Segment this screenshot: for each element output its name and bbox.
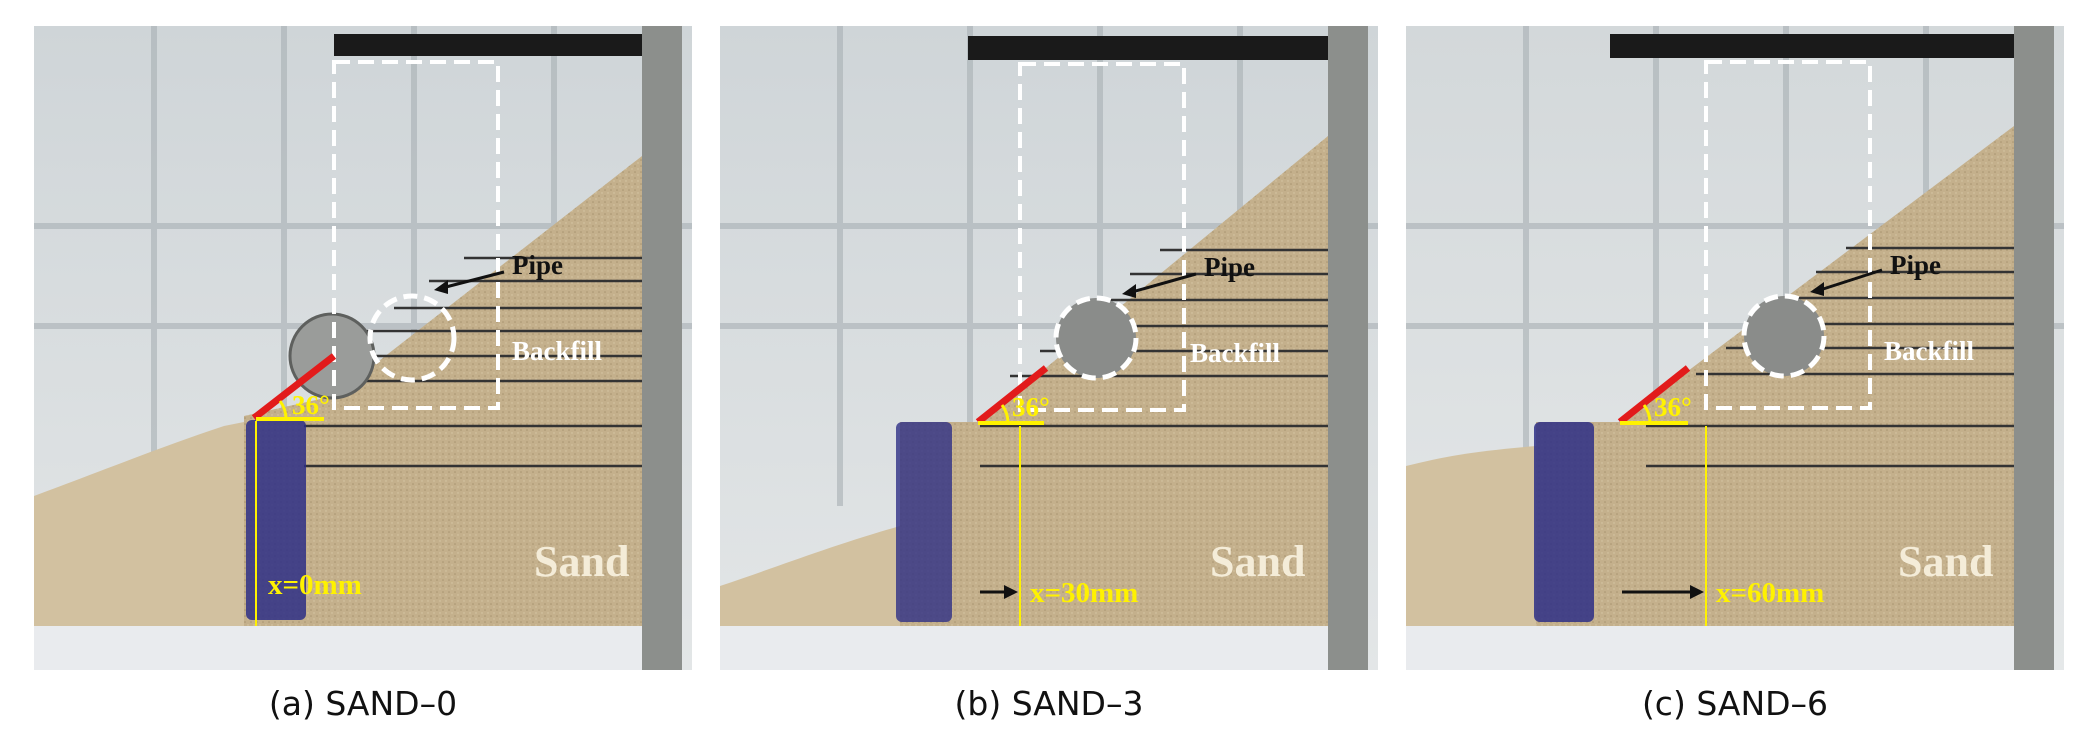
tank-post <box>642 26 682 670</box>
caption-b: (b) SAND–3 <box>954 684 1144 723</box>
tank-post <box>1328 26 1368 670</box>
roi-dashed-box <box>1018 62 1186 412</box>
sand-label: Sand <box>534 537 629 586</box>
backfill-label: Backfill <box>1190 338 1281 368</box>
pipe-label: Pipe <box>512 250 563 280</box>
tape-strip <box>334 34 642 56</box>
sand-slope <box>244 156 642 626</box>
sand-label: Sand <box>1898 537 1993 586</box>
pipe-arrowhead <box>1810 282 1824 296</box>
caption-c: (c) SAND–6 <box>1641 684 1829 723</box>
pipe-label: Pipe <box>1890 250 1941 280</box>
pipe-arrowhead <box>434 280 448 294</box>
angle-arc <box>278 400 288 420</box>
loose-sand <box>720 526 900 626</box>
slope-red-line <box>975 365 1049 425</box>
photo-panel-b: Pipe Backfill Sand 36° x=30mm <box>720 26 1378 670</box>
photo-panel-c: Pipe Backfill Sand 36° x=60mm <box>1406 26 2064 670</box>
x-offset-label: x=0mm <box>268 569 362 601</box>
sand-label: Sand <box>1210 537 1305 586</box>
angle-label: 36° <box>1654 392 1692 422</box>
photo-c: Pipe Backfill Sand 36° x=60mm <box>1406 26 2064 670</box>
photo-panel-a: Pipe Backfill Sand 36° x=0mm <box>34 26 692 670</box>
pipe-arrow <box>1131 272 1197 294</box>
tape-strip <box>1610 34 2014 58</box>
pipe-arrow <box>441 270 505 290</box>
caption-a: (a) SAND–0 <box>268 684 458 723</box>
blue-block <box>246 420 306 620</box>
angle-label: 36° <box>292 390 330 420</box>
angle-label: 36° <box>1012 392 1050 422</box>
backfill-label: Backfill <box>512 336 603 366</box>
tank-floor <box>1406 626 2014 670</box>
tank-post <box>2014 26 2054 670</box>
photo-b: Pipe Backfill Sand 36° x=30mm <box>720 26 1378 670</box>
x-offset-label: x=60mm <box>1716 577 1824 609</box>
pipe-intact <box>1053 295 1139 381</box>
pipe-intact <box>1741 293 1827 379</box>
slope-red-line <box>1617 365 1691 425</box>
backfill-label: Backfill <box>1884 336 1975 366</box>
tank-floor <box>720 626 1328 670</box>
x-offset-label: x=30mm <box>1030 577 1138 609</box>
tape-strip <box>968 36 1328 60</box>
photo-a: Pipe Backfill Sand 36° x=0mm <box>34 26 692 670</box>
pipe-outline-dashed <box>367 293 457 383</box>
angle-arc <box>1000 404 1010 424</box>
loose-sand <box>34 422 244 626</box>
tank-floor <box>34 626 642 670</box>
angle-arc <box>1642 404 1652 424</box>
sand-slope <box>900 136 1328 626</box>
loose-sand <box>1406 446 1536 626</box>
slope-red-line <box>251 353 337 421</box>
pipe-arrowhead <box>1122 284 1136 298</box>
x-offset-arrowhead <box>1690 585 1704 599</box>
roi-dashed-box <box>1704 60 1872 410</box>
roi-dashed-box <box>332 60 500 410</box>
pipe-label: Pipe <box>1204 252 1255 282</box>
x-offset-arrowhead <box>1004 585 1018 599</box>
pipe-arrow <box>1819 268 1883 292</box>
blue-block <box>1534 422 1594 622</box>
blue-block <box>896 422 952 622</box>
